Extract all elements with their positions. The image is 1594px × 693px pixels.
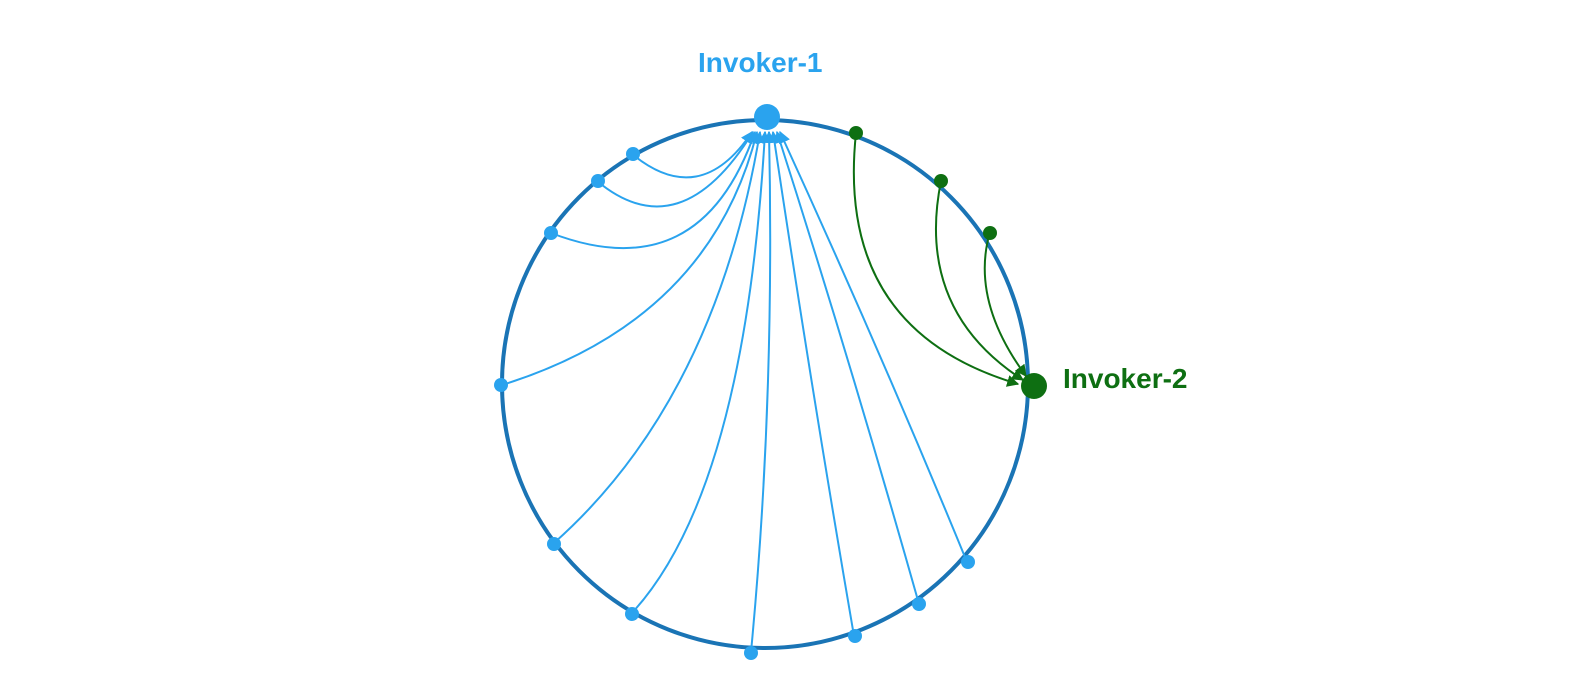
virtual-node: [744, 646, 758, 660]
virtual-node: [591, 174, 605, 188]
invoker-1-virtual-nodes: [494, 147, 975, 660]
virtual-node: [849, 126, 863, 140]
link-line: [779, 130, 968, 563]
link-line: [553, 130, 765, 544]
link-line: [631, 130, 771, 614]
virtual-node: [983, 226, 997, 240]
link-line: [750, 130, 776, 653]
hash-ring: [500, 118, 1030, 650]
virtual-node: [544, 226, 558, 240]
virtual-node: [547, 537, 561, 551]
invoker-1-links: [501, 130, 968, 653]
virtual-node: [625, 607, 639, 621]
invoker-2-label: Invoker-2: [1063, 363, 1188, 394]
link-line: [768, 130, 855, 637]
virtual-node: [912, 597, 926, 611]
link-line: [852, 132, 1020, 387]
virtual-node: [848, 629, 862, 643]
invoker-2-node: [1021, 373, 1047, 399]
link-line: [934, 180, 1025, 381]
virtual-node: [494, 378, 508, 392]
invoker-2-virtual-nodes: [849, 126, 997, 240]
link-line: [631, 131, 753, 179]
link-line: [983, 231, 1027, 377]
link-line: [550, 130, 758, 250]
virtual-node: [626, 147, 640, 161]
invoker-1-label: Invoker-1: [698, 47, 823, 78]
virtual-node: [934, 174, 948, 188]
link-line: [774, 130, 920, 605]
link-line: [501, 130, 761, 386]
invoker-1-node: [754, 104, 780, 130]
invoker-2-links: [852, 132, 1027, 387]
link-line: [596, 130, 754, 208]
virtual-node: [961, 555, 975, 569]
